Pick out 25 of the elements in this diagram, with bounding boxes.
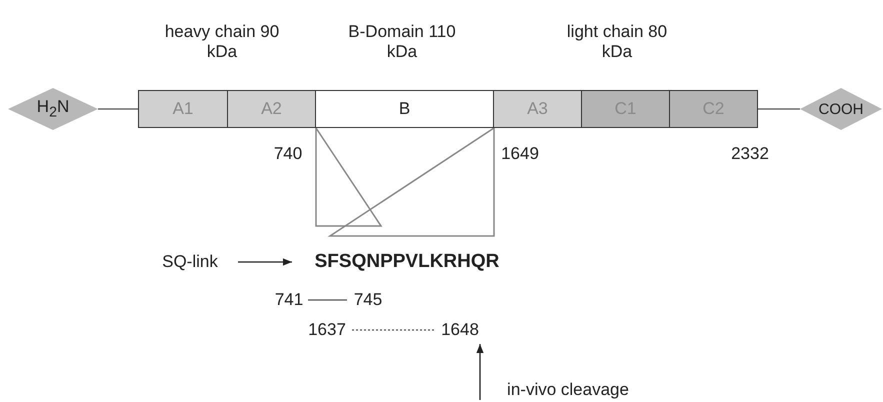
terminus-diamond: H$_{2}$N <box>8 88 98 130</box>
residue-number: 741 <box>270 288 308 312</box>
domain-box: B <box>316 90 494 128</box>
connector-line <box>758 108 800 110</box>
connector-line <box>98 108 138 110</box>
arrow <box>238 258 292 266</box>
chain-label: B-Domain 110 kDa <box>347 22 457 62</box>
connector-line <box>352 329 434 331</box>
residue-number: 1648 <box>434 318 486 342</box>
annotation-text: SQ-link <box>150 250 230 274</box>
domain-box: A1 <box>138 90 228 128</box>
annotation-text: in-vivo cleavage <box>484 378 652 402</box>
position-number: 1649 <box>500 144 540 164</box>
terminus-diamond: COOH <box>800 88 882 130</box>
position-number: 740 <box>272 144 304 164</box>
arrow <box>476 344 484 400</box>
domain-box: A3 <box>494 90 582 128</box>
residue-number: 745 <box>347 288 389 312</box>
chain-label: heavy chain 90 kDa <box>164 22 280 62</box>
connector-line <box>308 299 347 301</box>
sequence-text: SFSQNPPVLKRHQR <box>298 249 516 275</box>
domain-box: A2 <box>228 90 316 128</box>
chain-label: light chain 80 kDa <box>566 22 668 62</box>
residue-number: 1637 <box>302 318 352 342</box>
position-number: 2332 <box>730 144 770 164</box>
